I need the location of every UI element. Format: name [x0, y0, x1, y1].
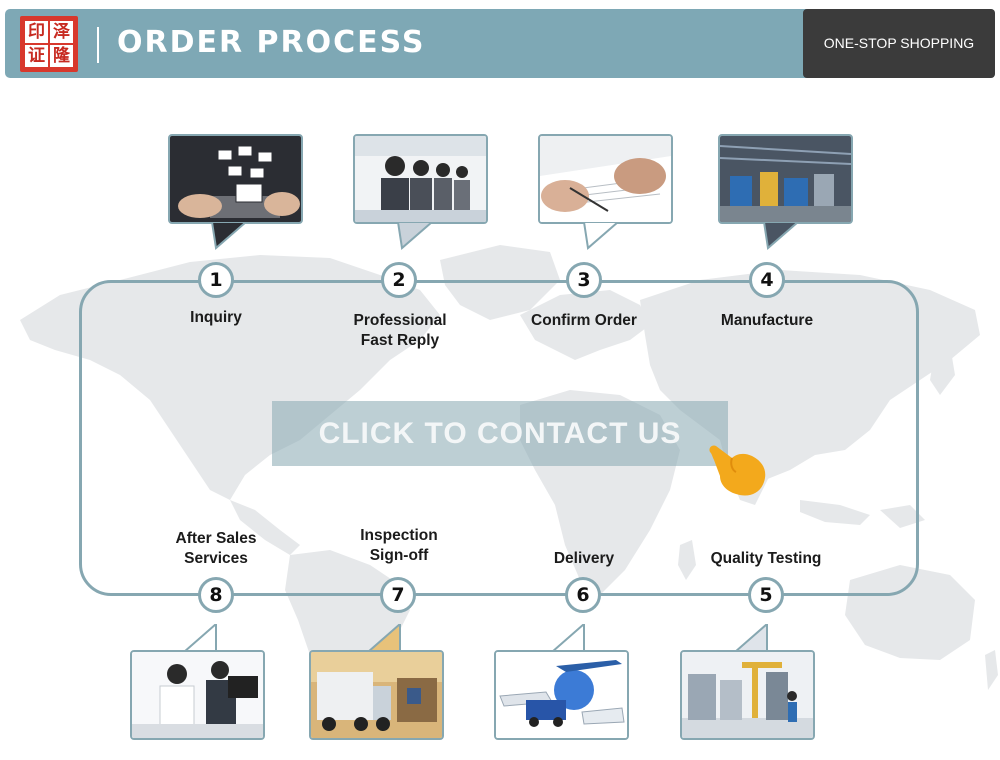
speech-tail — [182, 624, 222, 652]
email-inquiry-photo — [168, 134, 303, 224]
call-center-photo — [353, 134, 488, 224]
step-6-label: Delivery — [494, 549, 674, 569]
one-stop-shopping-badge[interactable]: ONE-STOP SHOPPING — [803, 9, 995, 78]
speech-tail — [366, 624, 406, 652]
step-1-label: Inquiry — [126, 308, 306, 328]
transport-vehicles-photo — [494, 650, 629, 740]
step-8-label: After Sales Services — [126, 529, 306, 569]
step-4-circle: 4 — [749, 262, 785, 298]
logo-char: 隆 — [50, 45, 73, 67]
logo-char: 泽 — [50, 21, 73, 43]
speech-tail — [396, 222, 436, 250]
header-divider — [97, 27, 99, 63]
speech-tail — [210, 222, 250, 250]
speech-tail — [582, 222, 622, 250]
step-7-label: Inspection Sign-off — [309, 526, 489, 566]
step-3-label: Confirm Order — [494, 311, 674, 331]
contract-signing-photo — [538, 134, 673, 224]
step-5-label: Quality Testing — [676, 549, 856, 569]
customer-service-photo — [130, 650, 265, 740]
factory-floor-photo — [718, 134, 853, 224]
truck-loading-photo — [309, 650, 444, 740]
step-2-label: Professional Fast Reply — [310, 311, 490, 351]
company-logo[interactable]: 印 泽 证 隆 — [20, 16, 78, 72]
step-6-circle: 6 — [565, 577, 601, 613]
pointing-hand-icon — [706, 442, 770, 500]
step-4-label: Manufacture — [677, 311, 857, 331]
page-title: ORDER PROCESS — [117, 25, 426, 61]
speech-tail — [762, 222, 802, 250]
step-7-circle: 7 — [380, 577, 416, 613]
step-5-circle: 5 — [748, 577, 784, 613]
quality-testing-photo — [680, 650, 815, 740]
contact-us-button[interactable]: CLICK TO CONTACT US — [272, 401, 728, 466]
logo-char: 证 — [25, 45, 48, 67]
step-1-circle: 1 — [198, 262, 234, 298]
logo-char: 印 — [25, 21, 48, 43]
step-8-circle: 8 — [198, 577, 234, 613]
step-2-circle: 2 — [381, 262, 417, 298]
step-3-circle: 3 — [566, 262, 602, 298]
speech-tail — [550, 624, 590, 652]
speech-tail — [733, 624, 773, 652]
